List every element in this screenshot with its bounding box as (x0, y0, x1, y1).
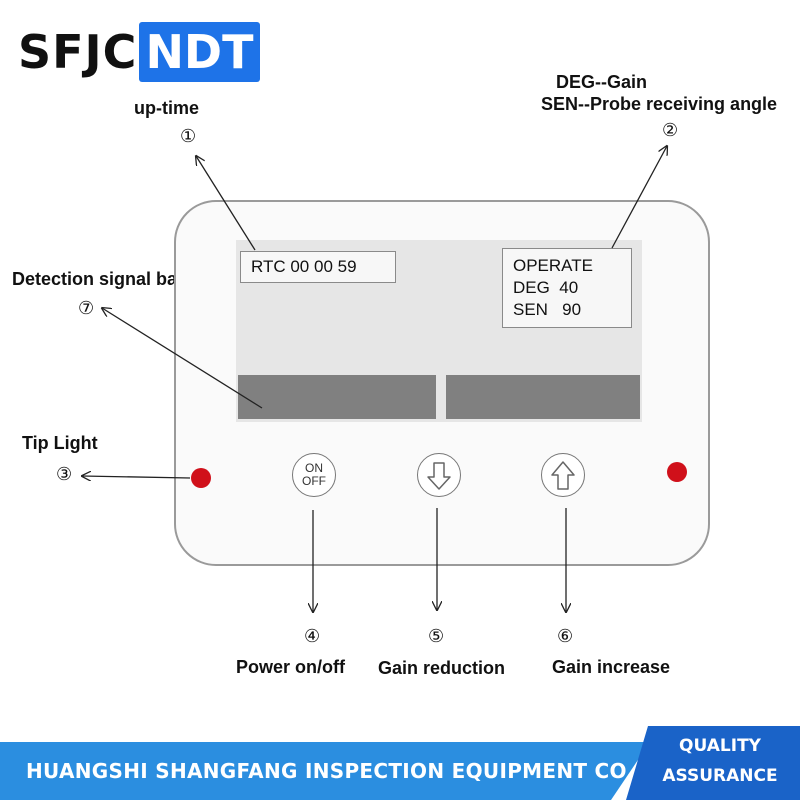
status-display: OPERATE DEG 40 SEN 90 (502, 248, 632, 328)
tip-light-left (191, 468, 211, 488)
logo-text-black: SFJC (18, 25, 138, 79)
callout-5-label: Gain reduction (378, 658, 506, 678)
callout-3-label: Tip Light (22, 433, 98, 453)
brand-logo: SFJC NDT (18, 22, 260, 82)
gain-up-button[interactable] (541, 453, 585, 497)
gain-down-button[interactable] (417, 453, 461, 497)
callout-1-number: ① (180, 126, 197, 146)
quality-badge-line1: QUALITY (679, 736, 761, 756)
footer-banner (0, 742, 650, 800)
callout-1-label: up-time (134, 98, 199, 118)
callout-6-label: Gain increase (552, 657, 671, 677)
leader-line-2 (611, 146, 667, 249)
callout-2-number: ② (662, 120, 679, 140)
logo-text-blue: NDT (139, 22, 260, 82)
status-sen: SEN 90 (513, 300, 582, 319)
signal-bar-left (238, 375, 436, 419)
power-button[interactable]: ON OFF (292, 453, 336, 497)
callout-3-number: ③ (56, 464, 73, 484)
leader-line-3 (82, 476, 191, 478)
company-name: HUANGSHI SHANGFANG INSPECTION EQUIPMENT … (26, 759, 698, 783)
power-on-label: ON (305, 461, 323, 475)
leader-line-7 (102, 308, 263, 409)
callout-7-number: ⑦ (78, 298, 95, 318)
power-off-label: OFF (302, 474, 326, 488)
status-deg: DEG 40 (513, 278, 579, 297)
uptime-display: RTC 00 00 59 (240, 251, 396, 283)
callout-2-label-line2: SEN--Probe receiving angle (541, 94, 778, 114)
arrow-down-icon (426, 461, 451, 490)
callout-5-number: ⑤ (428, 626, 445, 646)
status-mode: OPERATE (513, 256, 593, 275)
quality-badge-line2: ASSURANCE (662, 766, 778, 786)
callout-6-number: ⑥ (557, 626, 574, 646)
callout-4-label: Power on/off (236, 657, 345, 677)
signal-bar-right (446, 375, 640, 419)
tip-light-right (667, 462, 687, 482)
callout-4-number: ④ (304, 626, 321, 646)
quality-badge: QUALITY ASSURANCE (626, 726, 800, 800)
callout-7-label: Detection signal bar (12, 269, 185, 289)
arrow-up-icon (550, 460, 575, 490)
leader-line-1 (196, 156, 256, 251)
callout-2-label-line1: DEG--Gain (556, 72, 648, 92)
